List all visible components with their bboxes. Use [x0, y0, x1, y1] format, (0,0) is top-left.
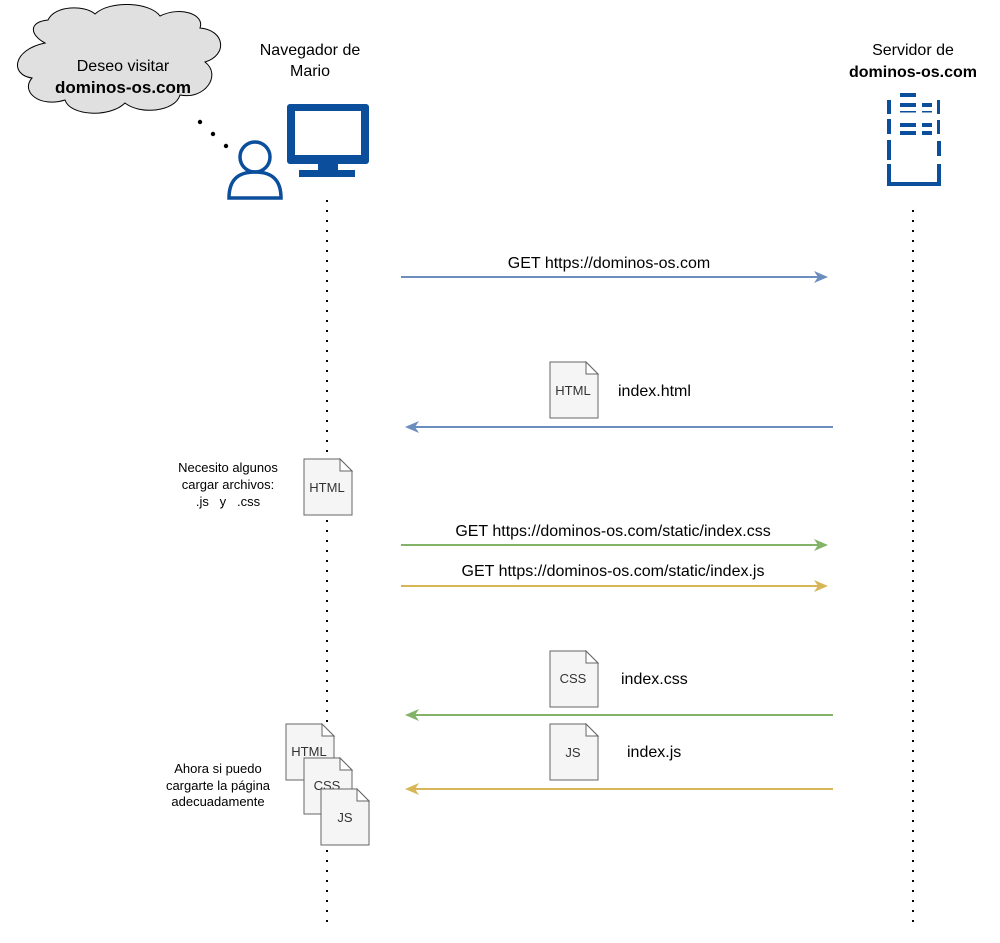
arrow-head	[814, 539, 828, 551]
arrow-head	[814, 580, 828, 592]
file-badge: HTML	[555, 383, 590, 398]
thought-dot	[223, 143, 229, 149]
thought-line-1: Deseo visitar	[77, 58, 170, 75]
message-label: index.js	[627, 744, 681, 761]
message-label: GET https://dominos-os.com	[508, 255, 710, 272]
cloud-shape	[17, 3, 222, 114]
message-get-js: GET https://dominos-os.com/static/index.…	[401, 563, 828, 592]
server-label-line-1: Servidor de	[872, 42, 954, 59]
file-badge: HTML	[291, 744, 326, 759]
arrow-head	[405, 709, 419, 721]
message-index-css: CSS index.css	[405, 650, 833, 721]
thought-bubble: Deseo visitar dominos-os.com	[17, 3, 229, 149]
message-label: GET https://dominos-os.com/static/index.…	[462, 563, 765, 580]
note-need-files: Necesito algunos cargar archivos: .js y …	[178, 458, 353, 516]
note-line-3: adecuadamente	[171, 794, 264, 809]
monitor-icon	[287, 104, 369, 177]
note-line-1: Necesito algunos	[178, 460, 278, 475]
thought-line-2: dominos-os.com	[55, 78, 191, 97]
arrow-head	[814, 271, 828, 283]
file-badge: JS	[337, 810, 353, 825]
server-icon	[887, 93, 941, 186]
message-index-html: HTML index.html	[405, 361, 833, 433]
message-get-root: GET https://dominos-os.com	[401, 255, 828, 283]
arrow-head	[405, 421, 419, 433]
message-label: index.css	[621, 671, 688, 688]
user-icon	[227, 140, 283, 200]
arrow-head	[405, 783, 419, 795]
thought-dot	[210, 131, 216, 137]
server-label-line-2: dominos-os.com	[849, 64, 977, 81]
message-label: GET https://dominos-os.com/static/index.…	[455, 523, 770, 540]
messages-group: GET https://dominos-os.com HTML index.ht…	[401, 255, 833, 795]
message-index-js: JS index.js	[405, 723, 833, 795]
file-badge: CSS	[560, 671, 587, 686]
note-line-2: cargar archivos:	[182, 477, 274, 492]
file-badge: HTML	[309, 480, 344, 495]
browser-label-line-1: Navegador de	[260, 42, 361, 59]
file-badge: JS	[565, 745, 581, 760]
browser-label-line-2: Mario	[290, 63, 330, 80]
note-line-2: cargarte la página	[166, 778, 271, 793]
message-get-css: GET https://dominos-os.com/static/index.…	[401, 523, 828, 551]
message-label: index.html	[618, 383, 691, 400]
thought-dot	[197, 119, 203, 125]
note-line-3: .js y .css	[196, 494, 261, 509]
note-ready: Ahora si puedo cargarte la página adecua…	[166, 723, 370, 846]
note-line-1: Ahora si puedo	[174, 761, 261, 776]
